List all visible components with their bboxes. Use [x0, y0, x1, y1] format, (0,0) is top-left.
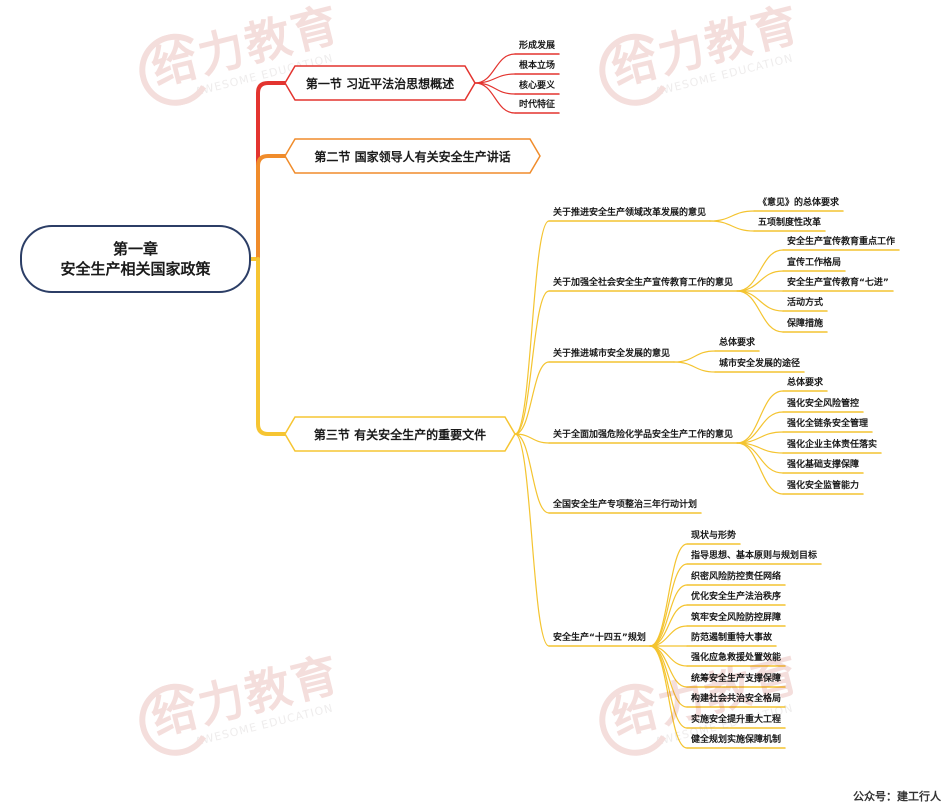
topic-item[interactable]: 现状与形势 — [691, 531, 737, 541]
document-connector — [514, 433, 550, 444]
leaf-connector — [474, 82, 516, 114]
topic-item[interactable]: 强化应急救援处置效能 — [691, 653, 782, 663]
topic-connector — [649, 645, 688, 688]
topic-connector — [736, 270, 784, 292]
section-title: 第二节 国家领导人有关安全生产讲话 — [314, 150, 511, 164]
root-node[interactable]: 第一章 安全生产相关国家政策 — [20, 225, 251, 293]
topic-item[interactable]: 构建社会共治安全格局 — [691, 694, 782, 704]
section-title: 第一节 习近平法治思想概述 — [305, 77, 455, 91]
topic-item[interactable]: 宣传工作格局 — [787, 258, 842, 268]
section-connector — [256, 81, 287, 261]
topic-item[interactable]: 安全生产宣传教育“七进” — [787, 278, 889, 288]
topic-connector — [649, 604, 688, 647]
document-connector — [514, 433, 550, 514]
section-connector — [256, 154, 287, 261]
topic-item[interactable]: 强化基础支撑保障 — [787, 460, 860, 470]
document-item[interactable]: 安全生产“十四五”规划 — [553, 633, 646, 643]
document-item[interactable]: 关于全面加强危险化学品安全生产工作的意见 — [553, 430, 734, 440]
topic-item[interactable]: 防范遏制重特大事故 — [691, 633, 773, 643]
topic-connector — [736, 290, 784, 333]
document-connector — [514, 433, 550, 647]
document-connector — [514, 290, 550, 435]
topic-connector — [709, 210, 755, 222]
section-node-3[interactable]: 第三节 有关安全生产的重要文件 — [284, 416, 516, 452]
topic-connector — [736, 249, 784, 292]
topic-connector — [736, 390, 784, 444]
topic-item[interactable]: 安全生产宣传教育重点工作 — [787, 237, 896, 247]
topic-connector — [649, 563, 688, 647]
topic-connector — [673, 361, 716, 373]
topic-item[interactable]: 强化企业主体责任落实 — [787, 440, 878, 450]
topic-item[interactable]: 织密风险防控责任网络 — [691, 572, 782, 582]
section-node-1[interactable]: 第一节 习近平法治思想概述 — [284, 65, 476, 101]
topic-connector — [736, 411, 784, 444]
topic-item[interactable]: 五项制度性改革 — [758, 218, 822, 228]
topic-connector — [649, 645, 688, 729]
topic-connector — [649, 645, 688, 749]
mindmap-canvas: 给力教育 AWESOME EDUCATION 给力教育 AWESOME EDUC… — [20, 0, 900, 764]
section-node-2[interactable]: 第二节 国家领导人有关安全生产讲话 — [284, 138, 541, 174]
document-item[interactable]: 关于推进城市安全发展的意见 — [553, 349, 671, 359]
topic-item[interactable]: 强化安全监管能力 — [787, 481, 860, 491]
topic-connector — [736, 290, 784, 312]
topic-connector — [673, 350, 716, 363]
leaf-item[interactable]: 形成发展 — [519, 41, 556, 51]
document-connector — [514, 361, 550, 435]
topic-item[interactable]: 健全规划实施保障机制 — [691, 735, 782, 745]
topic-item[interactable]: 优化安全生产法治秩序 — [691, 592, 782, 602]
topic-connector — [736, 442, 784, 495]
topic-item[interactable]: 实施安全提升重大工程 — [691, 715, 782, 725]
topic-item[interactable]: 强化安全风险管控 — [787, 399, 860, 409]
section-connector — [256, 257, 287, 436]
leaf-item[interactable]: 根本立场 — [519, 61, 556, 71]
document-item[interactable]: 关于推进安全生产领域改革发展的意见 — [553, 208, 707, 218]
topic-item[interactable]: 筑牢安全风险防控屏障 — [691, 613, 782, 623]
document-item[interactable]: 关于加强全社会安全生产宣传教育工作的意见 — [553, 278, 734, 288]
topic-item[interactable]: 《意见》的总体要求 — [758, 198, 840, 208]
section-title: 第三节 有关安全生产的重要文件 — [313, 428, 487, 442]
root-title: 第一章 — [112, 240, 158, 258]
topic-item[interactable]: 保障措施 — [787, 319, 824, 329]
topic-item[interactable]: 总体要求 — [787, 378, 824, 388]
leaf-item[interactable]: 时代特征 — [519, 100, 556, 110]
topic-item[interactable]: 城市安全发展的途径 — [719, 359, 801, 369]
topic-item[interactable]: 指导思想、基本原则与规划目标 — [691, 551, 818, 561]
footer-credit: 公众号：建工行人 — [853, 790, 941, 803]
root-subtitle: 安全生产相关国家政策 — [60, 260, 211, 278]
topic-item[interactable]: 总体要求 — [719, 338, 756, 348]
leaf-item[interactable]: 核心要义 — [519, 81, 556, 91]
document-item[interactable]: 全国安全生产专项整治三年行动计划 — [553, 500, 698, 510]
topic-item[interactable]: 统筹安全生产支撑保障 — [691, 674, 782, 684]
topic-item[interactable]: 强化全链条安全管理 — [787, 419, 869, 429]
topic-connector — [649, 543, 688, 647]
topic-item[interactable]: 活动方式 — [787, 298, 824, 308]
document-connector — [514, 220, 550, 435]
topic-connector — [709, 220, 755, 232]
